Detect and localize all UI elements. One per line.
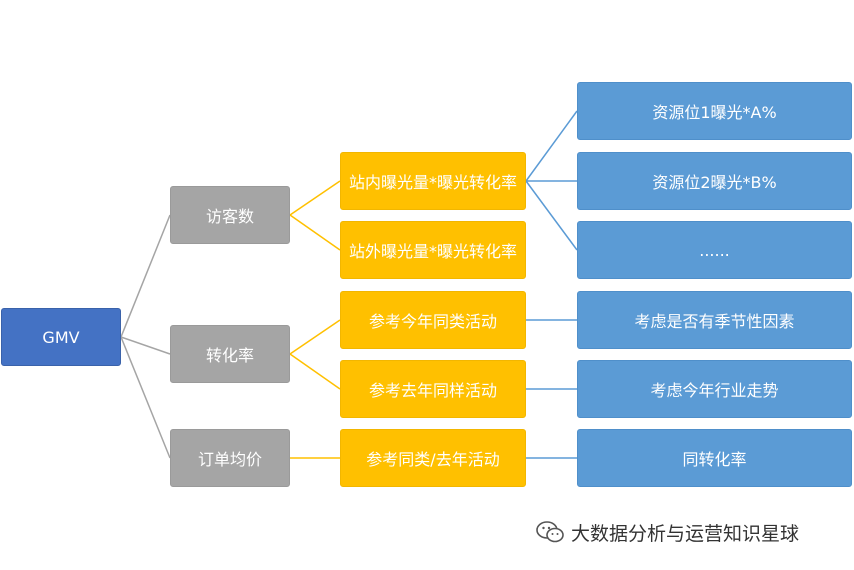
node-more: ...... (577, 221, 852, 279)
connector-gmv-aov (120, 336, 171, 459)
wechat-icon (536, 521, 564, 543)
node-average-order-value: 订单均价 (170, 429, 290, 487)
connector-visitors-offsite (289, 214, 341, 251)
node-ref-similar: 参考同类/去年活动 (340, 429, 526, 487)
node-same-conversion: 同转化率 (577, 429, 852, 487)
connector-conversion-last-year (289, 353, 341, 390)
node-onsite-exposure: 站内曝光量*曝光转化率 (340, 152, 526, 210)
node-ref-this-year: 参考今年同类活动 (340, 291, 526, 349)
watermark-text: 大数据分析与运营知识星球 (571, 522, 800, 545)
connector-gmv-conversion (120, 336, 171, 355)
node-industry-trend: 考虑今年行业走势 (577, 360, 852, 418)
node-slot1: 资源位1曝光*A% (577, 82, 852, 140)
connector-visitors-onsite (289, 180, 341, 216)
node-visitors: 访客数 (170, 186, 290, 244)
connector-gmv-visitors (120, 214, 171, 338)
node-slot2: 资源位2曝光*B% (577, 152, 852, 210)
node-offsite-exposure: 站外曝光量*曝光转化率 (340, 221, 526, 279)
node-seasonality: 考虑是否有季节性因素 (577, 291, 852, 349)
node-gmv: GMV (1, 308, 121, 366)
connector-onsite-slot1 (525, 110, 578, 182)
node-conversion-rate: 转化率 (170, 325, 290, 383)
connector-onsite-more (525, 180, 578, 251)
connector-conversion-this-year (289, 319, 341, 355)
node-ref-last-year: 参考去年同样活动 (340, 360, 526, 418)
watermark: 大数据分析与运营知识星球 (535, 517, 799, 547)
